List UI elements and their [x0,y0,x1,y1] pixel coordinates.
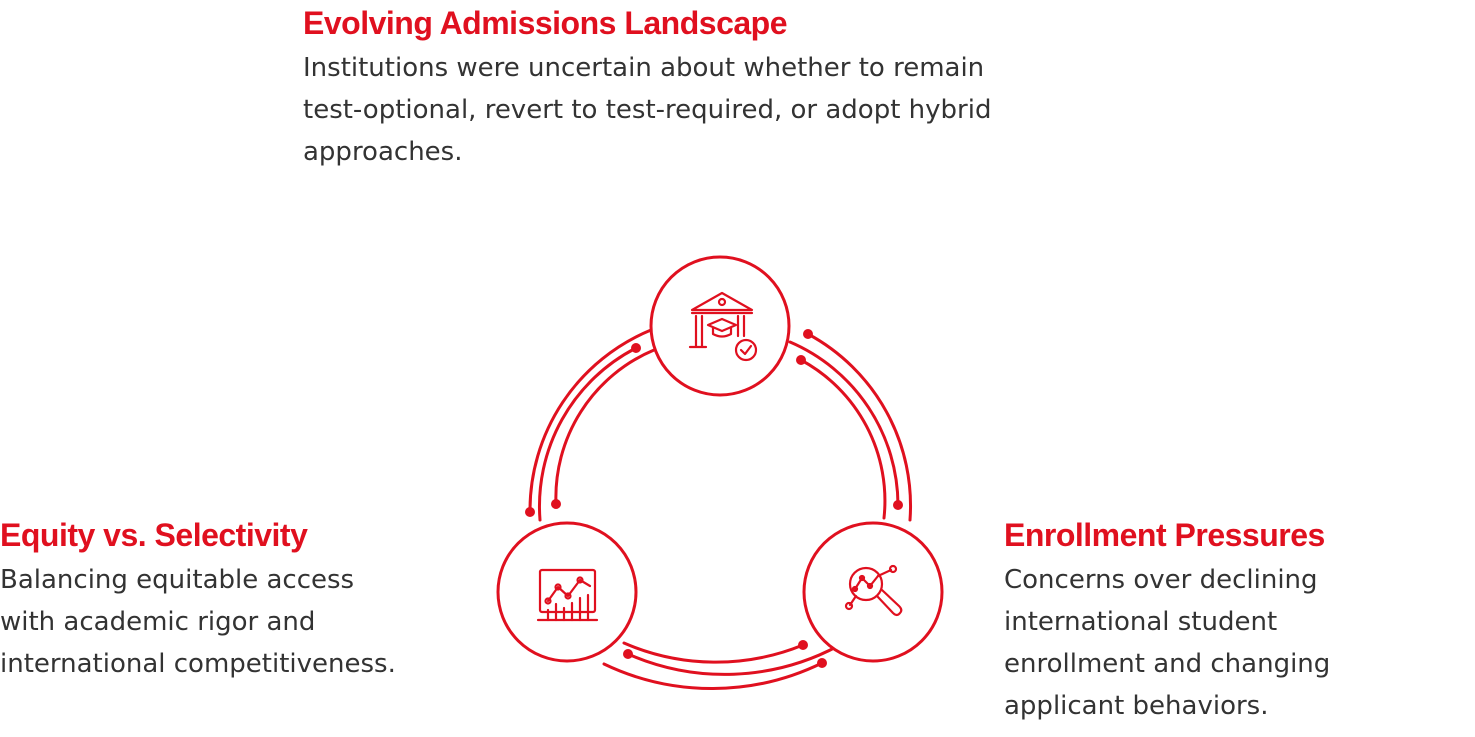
description-line: international competitiveness. [0,649,396,679]
section-admissions-landscape: Evolving Admissions Landscape Institutio… [303,3,1103,173]
section-description: Concerns over declining international st… [1004,559,1464,727]
node-right [802,521,944,663]
section-title: Evolving Admissions Landscape [303,5,788,41]
arc-top-right-innermost [799,358,887,520]
description-line: international student [1004,607,1278,637]
dot [623,649,633,659]
growth-chart-icon [536,568,599,622]
section-title: Enrollment Pressures [1004,517,1325,553]
connector-dots [525,329,903,668]
dot [551,499,561,509]
arc-top-right-outer [806,332,913,522]
dot [798,640,808,650]
description-line: Balancing equitable access [0,565,355,595]
magnifier-analytics-icon [844,564,903,617]
arc-top-left-innermost [554,348,656,506]
description-line: Concerns over declining [1004,565,1318,595]
arc-bottom-outer [602,661,824,691]
dot [631,343,641,353]
arc-bottom-inner [626,644,840,676]
description-line: with academic rigor and [0,607,316,637]
node-left [496,521,638,663]
section-title: Equity vs. Selectivity [0,517,308,553]
dot [817,658,827,668]
description-line: Institutions were uncertain about whethe… [303,53,985,83]
section-description: Institutions were uncertain about whethe… [303,47,1103,173]
description-line: approaches. [303,137,463,167]
description-line: applicant behaviors. [1004,691,1269,721]
description-line: test-optional, revert to test-required, … [303,95,992,125]
arc-top-left-outer [528,328,653,514]
dot [893,500,903,510]
arc-bottom-innermost [622,641,805,664]
section-equity-selectivity: Equity vs. Selectivity Balancing equitab… [0,515,460,685]
node-top [649,255,791,397]
section-description: Balancing equitable access with academic… [0,559,460,685]
section-enrollment-pressures: Enrollment Pressures Concerns over decli… [1004,515,1464,727]
dot [525,507,535,517]
arc-top-right-inner [788,340,900,507]
arc-top-left-inner [537,346,638,522]
dot [803,329,813,339]
dot [796,355,806,365]
university-building-graduation-cap-check-icon [688,291,758,362]
description-line: enrollment and changing [1004,649,1331,679]
connector-arcs [528,328,913,691]
